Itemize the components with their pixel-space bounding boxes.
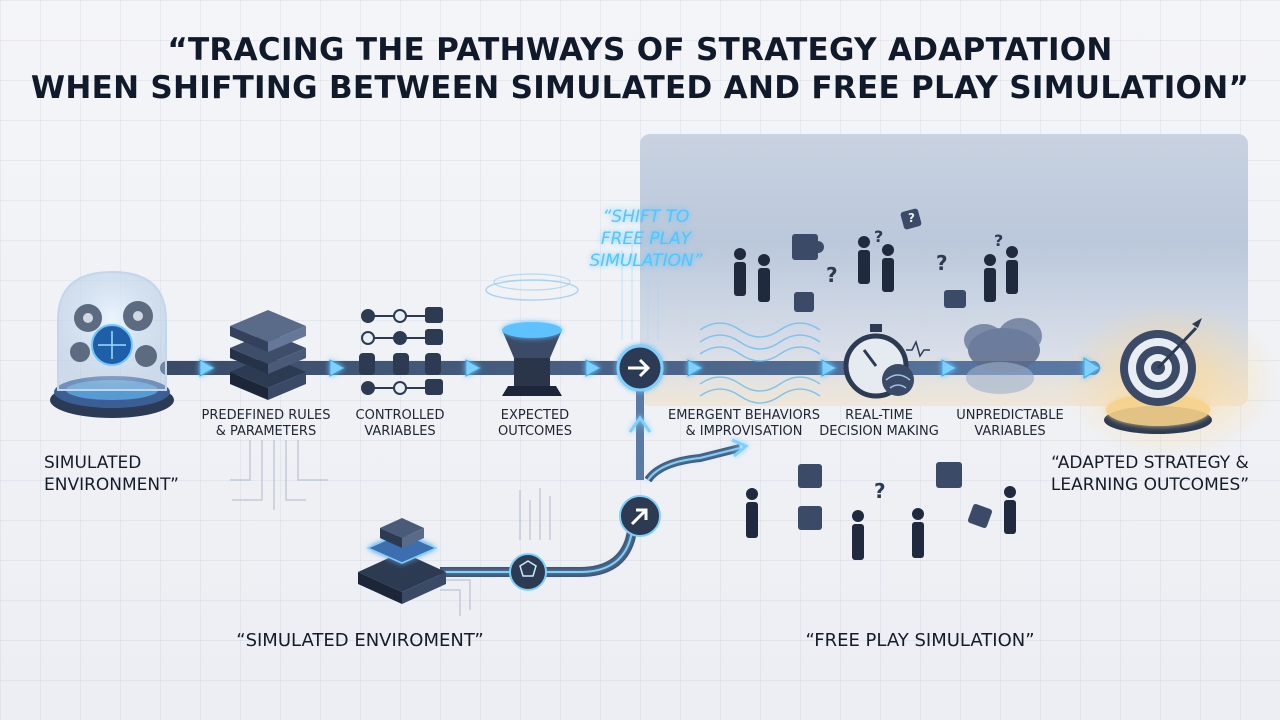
puzzle-pieces-bottom [798, 462, 992, 530]
people-group-bottom [746, 486, 1016, 560]
step-emergent-line-2: & IMPROVISATION [685, 424, 803, 439]
step-emergent-line-1: EMERGENT BEHAVIORS [668, 408, 820, 423]
step-rules-line-1: PREDEFINED RULES [201, 408, 331, 423]
step-outcomes-line-1: EXPECTED [500, 408, 570, 423]
question-marks: ? ? ? ? ? ? [826, 211, 1003, 503]
step-variables-line-1: CONTROLLED [355, 408, 445, 423]
end-label-line-1: “ADAPTED STRATEGY & [1051, 453, 1249, 473]
stopwatch-brain-icon [843, 324, 930, 399]
shift-label-line-1: “SHIFT TO [602, 207, 690, 227]
pathway-arrows [199, 357, 1101, 379]
puzzle-pieces-top [792, 208, 966, 312]
step-variables-line-2: VARIABLES [364, 424, 436, 439]
start-label: SIMULATED ENVIRONMENT” [44, 452, 214, 496]
step-realtime-label: REAL-TIME DECISION MAKING [814, 408, 944, 440]
people-group-top [734, 236, 1018, 302]
start-label-line-2: ENVIRONMENT” [44, 475, 179, 495]
target-icon [1104, 318, 1212, 434]
svg-text:?: ? [936, 251, 948, 275]
step-unpredictable-label: UNPREDICTABLE VARIABLES [950, 408, 1070, 440]
svg-text:?: ? [908, 211, 915, 225]
svg-text:?: ? [874, 479, 886, 503]
step-realtime-line-2: DECISION MAKING [819, 424, 939, 439]
particle-cloud-icon [964, 318, 1042, 394]
shift-label: “SHIFT TO FREE PLAY SIMULATION” [566, 206, 726, 272]
svg-text:?: ? [994, 231, 1003, 250]
end-label-line-2: LEARNING OUTCOMES” [1050, 475, 1250, 495]
title-line-2: WHEN SHIFTING BETWEEN SIMULATED AND FREE… [30, 70, 1250, 106]
end-label: “ADAPTED STRATEGY & LEARNING OUTCOMES” [1030, 452, 1270, 496]
funnel-icon [485, 273, 579, 396]
step-outcomes-label: EXPECTED OUTCOMES [480, 408, 590, 440]
controlled-variables-icon [359, 307, 443, 395]
step-variables-label: CONTROLLED VARIABLES [340, 408, 460, 440]
step-unpredictable-line-2: VARIABLES [974, 424, 1046, 439]
bottom-label-free-play: “FREE PLAY SIMULATION” [805, 630, 1035, 651]
wave-lines-icon [699, 322, 821, 404]
step-outcomes-line-2: OUTCOMES [498, 424, 572, 439]
title-line-1: “TRACING THE PATHWAYS OF STRATEGY ADAPTA… [167, 32, 1113, 68]
svg-text:?: ? [874, 227, 883, 246]
svg-text:?: ? [826, 263, 838, 287]
dome-gears-icon [50, 270, 174, 418]
bottom-label-simulated: “SIMULATED ENVIROMENT” [236, 630, 484, 651]
chip-stack-icon [358, 518, 446, 604]
step-emergent-label: EMERGENT BEHAVIORS & IMPROVISATION [664, 408, 824, 440]
step-rules-label: PREDEFINED RULES & PARAMETERS [196, 408, 336, 440]
start-label-line-1: SIMULATED [44, 453, 142, 473]
step-rules-line-2: & PARAMETERS [215, 424, 317, 439]
step-unpredictable-line-1: UNPREDICTABLE [956, 408, 1064, 423]
step-realtime-line-1: REAL-TIME [845, 408, 913, 423]
shift-label-line-2: FREE PLAY [600, 229, 692, 249]
stacked-layers-icon [230, 310, 306, 400]
shift-node [616, 240, 664, 480]
shift-label-line-3: SIMULATION” [589, 251, 703, 271]
circuit-traces [230, 440, 551, 616]
lower-branch-path [440, 438, 749, 591]
